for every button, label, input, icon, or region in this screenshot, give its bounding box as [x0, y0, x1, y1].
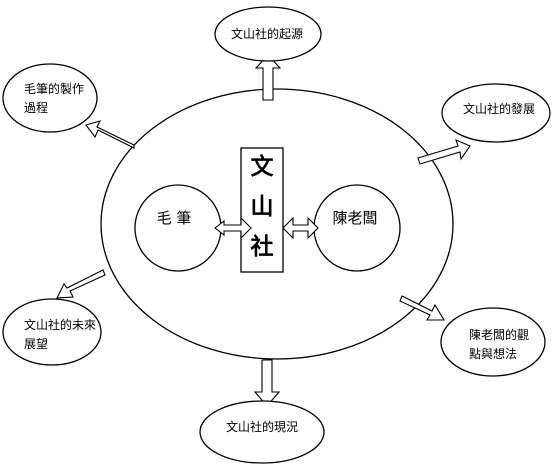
arrow-to-development — [417, 139, 471, 165]
center-title-char-2: 山 — [251, 194, 274, 220]
brush-label: 毛 筆 — [157, 209, 192, 227]
brush-box-double-arrow — [214, 216, 252, 240]
center-title-char-3: 社 — [251, 233, 274, 260]
making-label-line-2: 過程 — [24, 100, 48, 115]
arrow-to-future — [56, 269, 106, 299]
making-label-line-1: 毛筆的製作 — [24, 81, 84, 96]
future-label-line-1: 文山社的未來 — [24, 317, 96, 332]
arrow-to-status — [253, 359, 281, 407]
status-ellipse — [199, 400, 325, 464]
development-label: 文山社的發展 — [463, 101, 535, 116]
brush-circle — [134, 184, 222, 272]
owner-label: 陳老闆 — [332, 209, 377, 227]
center-title-char-1: 文 — [251, 153, 275, 180]
wenshan-box — [240, 147, 284, 273]
box-owner-double-arrow — [282, 216, 319, 240]
views-label-line-2: 點與想法 — [469, 346, 517, 361]
future-label-line-2: 展望 — [24, 337, 48, 351]
making-ellipse — [2, 63, 98, 133]
views-label-line-1: 陳老闆的觀 — [469, 327, 529, 342]
development-ellipse — [441, 83, 551, 143]
origin-ellipse — [214, 6, 322, 62]
arrow-to-views — [399, 295, 445, 321]
origin-label: 文山社的起源 — [231, 26, 303, 41]
arrow-to-origin — [254, 54, 282, 101]
future-ellipse — [2, 298, 102, 366]
arrow-to-making — [85, 120, 135, 149]
status-label: 文山社的現況 — [226, 419, 298, 434]
owner-circle — [313, 184, 401, 272]
views-ellipse — [440, 307, 546, 377]
